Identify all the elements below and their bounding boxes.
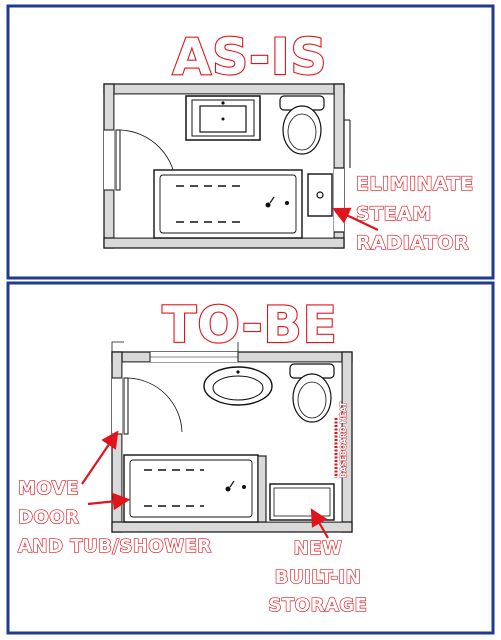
to-be-bottom-wall — [111, 521, 353, 533]
as-is-toilet — [279, 95, 325, 155]
move-door-arrow — [81, 430, 119, 485]
eliminate-line-1: ELIMINATE — [356, 173, 474, 195]
to-be-sink — [203, 366, 273, 406]
eliminate-line-3: RADIATOR — [356, 232, 469, 254]
baseboard-heat-label: BASEBOARD HEAT — [339, 401, 348, 478]
built-in-storage — [269, 483, 335, 521]
to-be-bathtub — [123, 454, 259, 523]
storage-line-1: NEW — [294, 538, 343, 559]
as-is-plan — [103, 83, 351, 249]
eliminate-radiator-note: ELIMINATE STEAM RADIATOR — [332, 172, 474, 255]
as-is-panel: AS-IS — [6, 4, 495, 280]
move-line-1: MOVE — [18, 478, 79, 499]
as-is-bathtub — [153, 169, 303, 239]
storage-line-3: STORAGE — [269, 595, 368, 616]
eliminate-line-2: STEAM — [356, 203, 432, 225]
as-is-bottom-wall — [103, 237, 345, 249]
move-door-note: MOVE DOOR AND TUB/SHOWER — [17, 430, 212, 558]
steam-radiator — [307, 173, 333, 217]
to-be-title: TO-BE — [162, 296, 338, 354]
to-be-toilet — [289, 363, 335, 423]
to-be-door — [123, 377, 129, 435]
move-line-2: DOOR — [18, 507, 79, 528]
storage-note: NEW BUILT-IN STORAGE — [268, 508, 368, 617]
as-is-title: AS-IS — [172, 28, 327, 86]
as-is-door — [115, 129, 121, 191]
storage-arrow — [310, 508, 329, 539]
move-tub-arrow — [87, 492, 131, 511]
eliminate-arrow — [332, 207, 379, 231]
as-is-top-wall — [103, 83, 345, 95]
to-be-plan: BASEBOARD HEAT — [111, 341, 353, 533]
to-be-panel: TO-BE — [6, 281, 495, 635]
to-be-door-swing — [127, 377, 183, 433]
move-line-3: AND TUB/SHOWER — [18, 536, 212, 557]
storage-line-2: BUILT-IN — [275, 567, 361, 588]
partition-wall — [257, 455, 267, 523]
